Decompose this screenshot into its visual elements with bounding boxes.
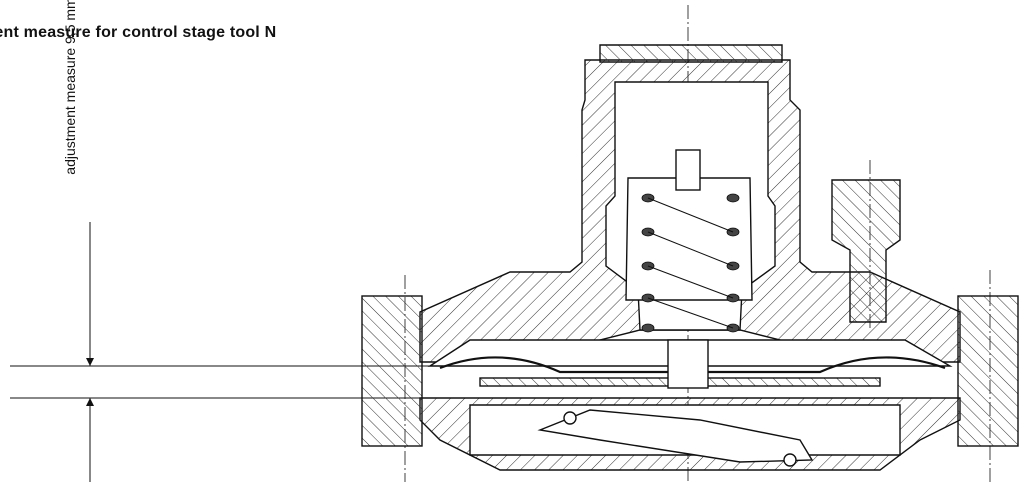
dimension-annotation <box>10 222 430 482</box>
spring-lines <box>647 197 734 329</box>
housing <box>361 44 1019 471</box>
drawing-title: ment measure for control stage tool N <box>0 24 277 41</box>
